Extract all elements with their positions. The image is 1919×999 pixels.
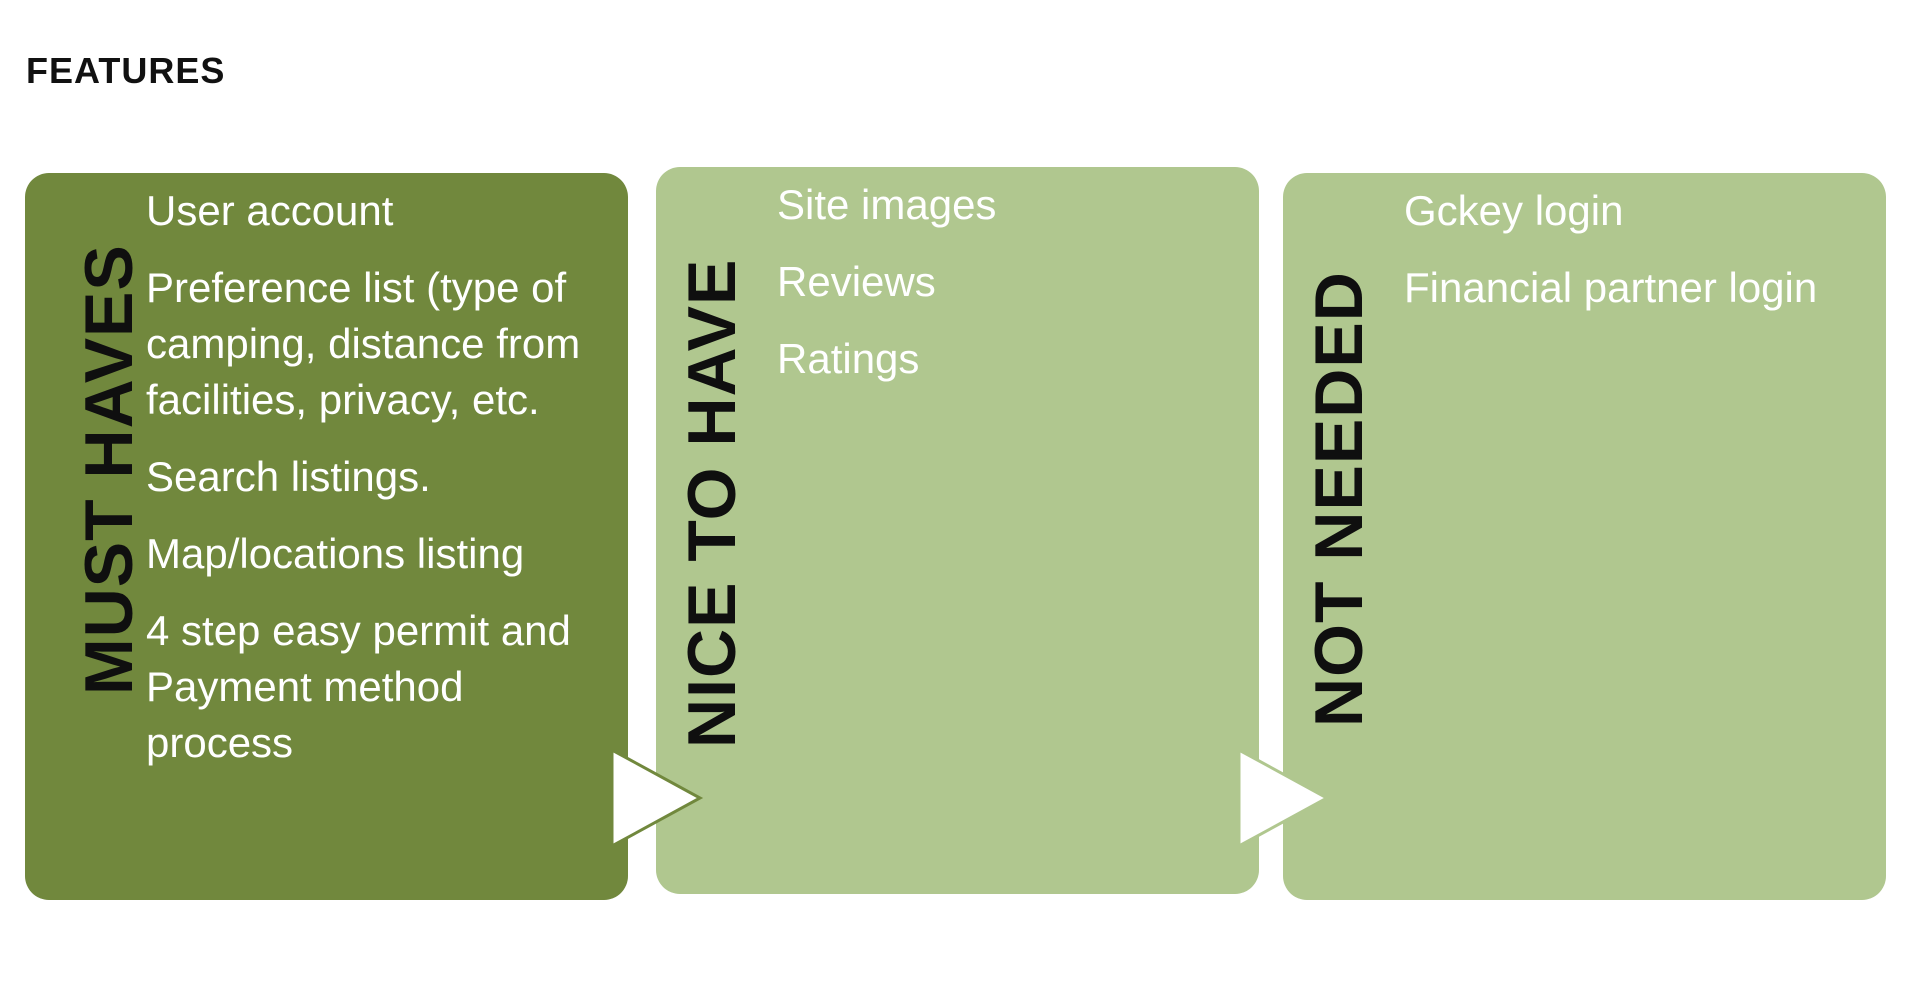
nice-to-have-card: NICE TO HAVE Site images Reviews Ratings (656, 167, 1259, 894)
list-item: Ratings (777, 335, 920, 382)
flow-arrow-icon (1237, 747, 1331, 849)
flow-arrow-icon (610, 747, 704, 849)
must-haves-card: MUST HAVES User account Preference list … (25, 173, 628, 900)
not-needed-card: NOT NEEDED Gckey login Financial partner… (1283, 173, 1886, 900)
list-item: Financial partner login (1404, 264, 1818, 311)
list-item: 4 step easy permit and Payment method pr… (146, 607, 571, 766)
not-needed-list: Gckey login Financial partner login (1404, 183, 1874, 337)
list-item: Preference list (type of camping, distan… (146, 264, 581, 423)
list-item: Map/locations listing (146, 530, 525, 577)
must-haves-list: User account Preference list (type of ca… (146, 183, 616, 792)
list-item: User account (146, 187, 394, 234)
list-item: Search listings. (146, 453, 431, 500)
page-title: FEATURES (26, 50, 226, 91)
nice-to-have-heading: NICE TO HAVE (674, 258, 750, 748)
must-haves-heading: MUST HAVES (71, 244, 147, 695)
list-item: Site images (777, 181, 997, 228)
list-item: Reviews (777, 258, 936, 305)
nice-to-have-list: Site images Reviews Ratings (777, 177, 1247, 408)
list-item: Gckey login (1404, 187, 1624, 234)
not-needed-heading: NOT NEEDED (1301, 271, 1377, 727)
